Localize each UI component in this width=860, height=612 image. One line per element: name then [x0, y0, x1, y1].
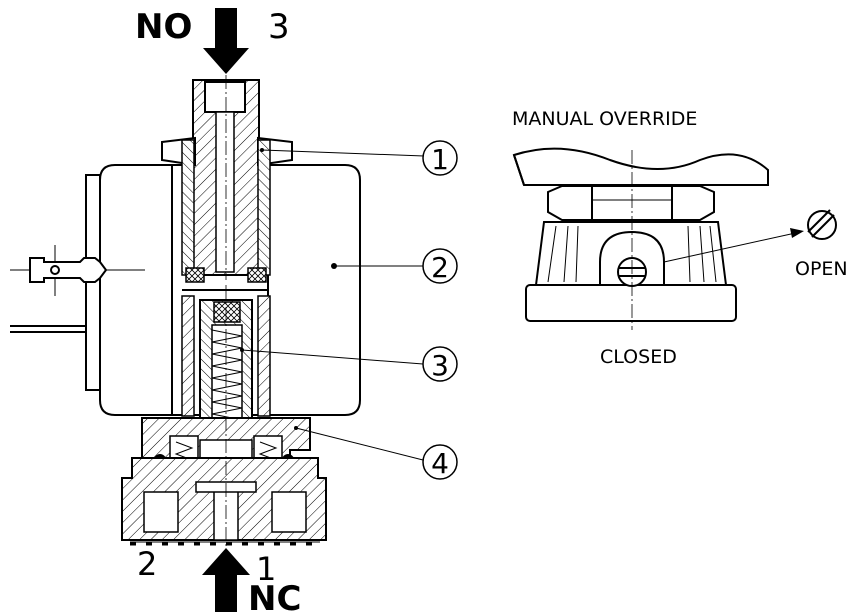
down-arrow-icon: [203, 8, 249, 74]
port-nc: 1 NC 2: [137, 545, 301, 612]
port-no: NO 3: [135, 7, 290, 74]
manual-override-title: MANUAL OVERRIDE: [512, 108, 697, 130]
spring: [211, 329, 243, 421]
manual-override-detail: MANUAL OVERRIDE OPEN CLOSED: [512, 108, 848, 368]
callouts: 1 2 3 4: [240, 140, 458, 480]
callout-4: [422, 444, 458, 480]
terminal-connector: [10, 245, 145, 333]
coil-housing: [99, 164, 173, 416]
port-no-number: 3: [268, 7, 290, 47]
open-label: OPEN: [795, 258, 848, 280]
coil-housing-right: [267, 164, 361, 416]
svg-text:1: 1: [431, 143, 449, 176]
up-arrow-icon: [202, 548, 250, 612]
closed-label: CLOSED: [600, 346, 677, 368]
port-nc-number: 1: [256, 550, 276, 588]
svg-text:4: 4: [431, 447, 449, 480]
port-exhaust-number: 2: [137, 545, 157, 583]
open-screw-icon: [807, 210, 837, 240]
svg-text:2: 2: [431, 251, 449, 284]
port-nc-label: NC: [248, 579, 301, 612]
valve-cross-section: [10, 75, 361, 550]
callout-1: [422, 140, 458, 176]
callout-3: [422, 346, 458, 382]
callout-2: [422, 248, 458, 284]
hex-nut: [547, 185, 715, 221]
port-no-label: NO: [135, 7, 192, 47]
svg-text:3: 3: [431, 349, 449, 382]
